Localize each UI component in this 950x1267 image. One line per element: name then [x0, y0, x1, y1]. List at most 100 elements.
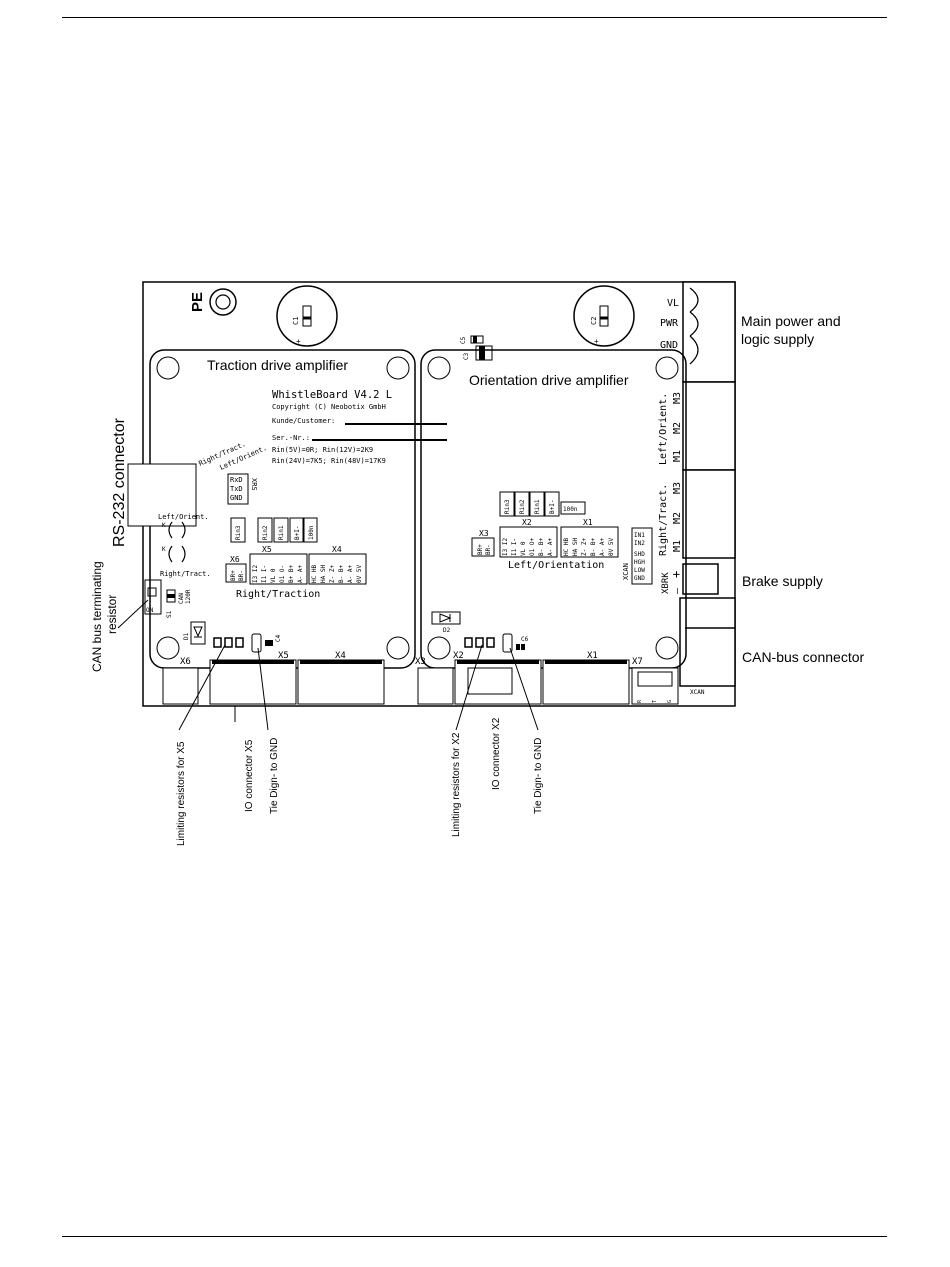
c2-capacitor	[573, 285, 635, 347]
callout-lim-x5: Limiting resistors for X5	[176, 741, 187, 846]
svg-text:SHD: SHD	[634, 551, 645, 558]
svg-text:X7: X7	[632, 657, 643, 667]
svg-text:M3: M3	[672, 392, 683, 404]
callout-canbus: CAN-bus connector	[742, 649, 865, 665]
xcan-pin-block	[631, 527, 653, 585]
x2-pin-block	[499, 526, 558, 558]
svg-text:A- A+: A- A+	[347, 565, 354, 583]
svg-text:B+I-: B+I-	[294, 526, 301, 540]
svg-text:T: T	[652, 700, 658, 703]
svg-text:CAN: CAN	[178, 593, 185, 604]
right-traction-label: Right/Traction	[236, 589, 320, 600]
svg-text:D2: D2	[443, 627, 451, 634]
svg-text:Rin1: Rin1	[534, 499, 541, 514]
brake-connector	[682, 563, 719, 595]
callout-io-x2: IO connector X2	[491, 717, 502, 790]
x1-label-top: X1	[583, 518, 593, 527]
callout-lim-x2: Limiting resistors for X2	[451, 732, 462, 837]
svg-text:Z- Z+: Z- Z+	[581, 538, 588, 556]
svg-text:LOW: LOW	[634, 567, 645, 574]
svg-text:+: +	[296, 337, 301, 346]
traction-title: Traction drive amplifier	[207, 357, 348, 373]
x2-label-top: X2	[522, 518, 532, 527]
callout-can-term: CAN bus terminating	[90, 561, 104, 672]
d2-diode	[431, 611, 461, 625]
x5-pin-block	[249, 553, 308, 585]
svg-text:VL 0: VL 0	[520, 541, 527, 556]
svg-text:X3: X3	[415, 657, 426, 667]
x4-connector	[297, 659, 385, 705]
svg-text:X4: X4	[335, 651, 346, 661]
svg-text:XCAN: XCAN	[622, 563, 630, 580]
svg-text:G: G	[667, 700, 673, 703]
motor-tract-connector	[682, 469, 736, 559]
pe-label: PE	[189, 292, 206, 312]
svg-text:Kunde/Customer:: Kunde/Customer:	[272, 417, 335, 425]
svg-text:B- B+: B- B+	[338, 565, 345, 583]
x1-connector	[542, 659, 630, 705]
x4-pin-block	[308, 553, 367, 585]
svg-text:A- A+: A- A+	[599, 538, 606, 556]
svg-text:M1: M1	[672, 540, 683, 552]
svg-text:Right/Tract.: Right/Tract.	[658, 484, 669, 556]
svg-text:resistor: resistor	[105, 595, 119, 634]
can-connector	[679, 597, 736, 687]
svg-text:A- A+: A- A+	[547, 538, 554, 556]
svg-text:BR-: BR-	[238, 570, 245, 581]
svg-text:Ser.-Nr.:: Ser.-Nr.:	[272, 434, 310, 442]
terminal-screws	[689, 287, 699, 365]
svg-text:C4: C4	[275, 634, 282, 642]
svg-text:X1: X1	[587, 651, 598, 661]
svg-text:R: R	[637, 699, 643, 703]
svg-text:RxD: RxD	[230, 476, 243, 484]
svg-text:B+ B+: B+ B+	[288, 565, 295, 583]
callout-brake: Brake supply	[742, 573, 823, 589]
svg-text:M2: M2	[672, 512, 683, 524]
svg-text:I3 I2: I3 I2	[502, 538, 509, 556]
svg-text:K: K	[162, 546, 166, 553]
s1-switch	[144, 579, 162, 615]
svg-text:B+I-: B+I-	[549, 500, 556, 514]
svg-text:TxD: TxD	[230, 485, 243, 493]
svg-text:O1 O+: O1 O+	[529, 538, 536, 556]
svg-text:GND: GND	[230, 494, 243, 502]
svg-text:PWR: PWR	[660, 318, 679, 329]
svg-text:X6: X6	[180, 657, 191, 667]
svg-text:I1 I-: I1 I-	[511, 538, 518, 556]
svg-text:IN1: IN1	[634, 532, 645, 539]
x1-pin-block	[560, 526, 619, 558]
svg-text:C5: C5	[460, 336, 467, 344]
svg-text:B- B+: B- B+	[538, 538, 545, 556]
svg-text:M3: M3	[672, 482, 683, 494]
svg-text:Rin(5V)=0R; Rin(12V)=2K9: Rin(5V)=0R; Rin(12V)=2K9	[272, 446, 373, 454]
svg-text:IN2: IN2	[634, 540, 645, 547]
svg-text:C6: C6	[521, 636, 529, 643]
svg-text:M1: M1	[672, 450, 683, 462]
svg-text:120R: 120R	[185, 589, 192, 604]
svg-text:C3: C3	[463, 352, 470, 360]
callout-rs232: RS-232 connector	[111, 417, 128, 547]
svg-text:0V 5V: 0V 5V	[608, 538, 615, 556]
svg-text:VL 0: VL 0	[270, 568, 277, 583]
svg-text:S1: S1	[166, 610, 173, 618]
svg-text:A- A+: A- A+	[297, 565, 304, 583]
svg-text:Rin(24V)=7K5; Rin(48V)=17K9: Rin(24V)=7K5; Rin(48V)=17K9	[272, 457, 386, 465]
x3-label-top: X3	[479, 529, 489, 538]
svg-text:100n: 100n	[308, 525, 315, 540]
rs232-block	[127, 463, 197, 527]
svg-text:HGH: HGH	[634, 559, 645, 566]
x3-pin-block	[471, 537, 495, 557]
svg-text:VL: VL	[667, 298, 679, 309]
svg-text:Z- Z+: Z- Z+	[329, 565, 336, 583]
x5-label: X5	[262, 545, 272, 554]
svg-text:HA SH: HA SH	[320, 565, 327, 583]
svg-text:Rin2: Rin2	[262, 525, 269, 540]
svg-text:+: +	[669, 571, 683, 578]
svg-text:Rin3: Rin3	[235, 525, 242, 540]
x6-connector	[162, 667, 199, 705]
svg-text:X2: X2	[453, 651, 464, 661]
svg-text:XBRK: XBRK	[661, 572, 671, 594]
callout-main-power: Main power and	[741, 313, 841, 329]
svg-text:HC HB: HC HB	[563, 538, 570, 556]
